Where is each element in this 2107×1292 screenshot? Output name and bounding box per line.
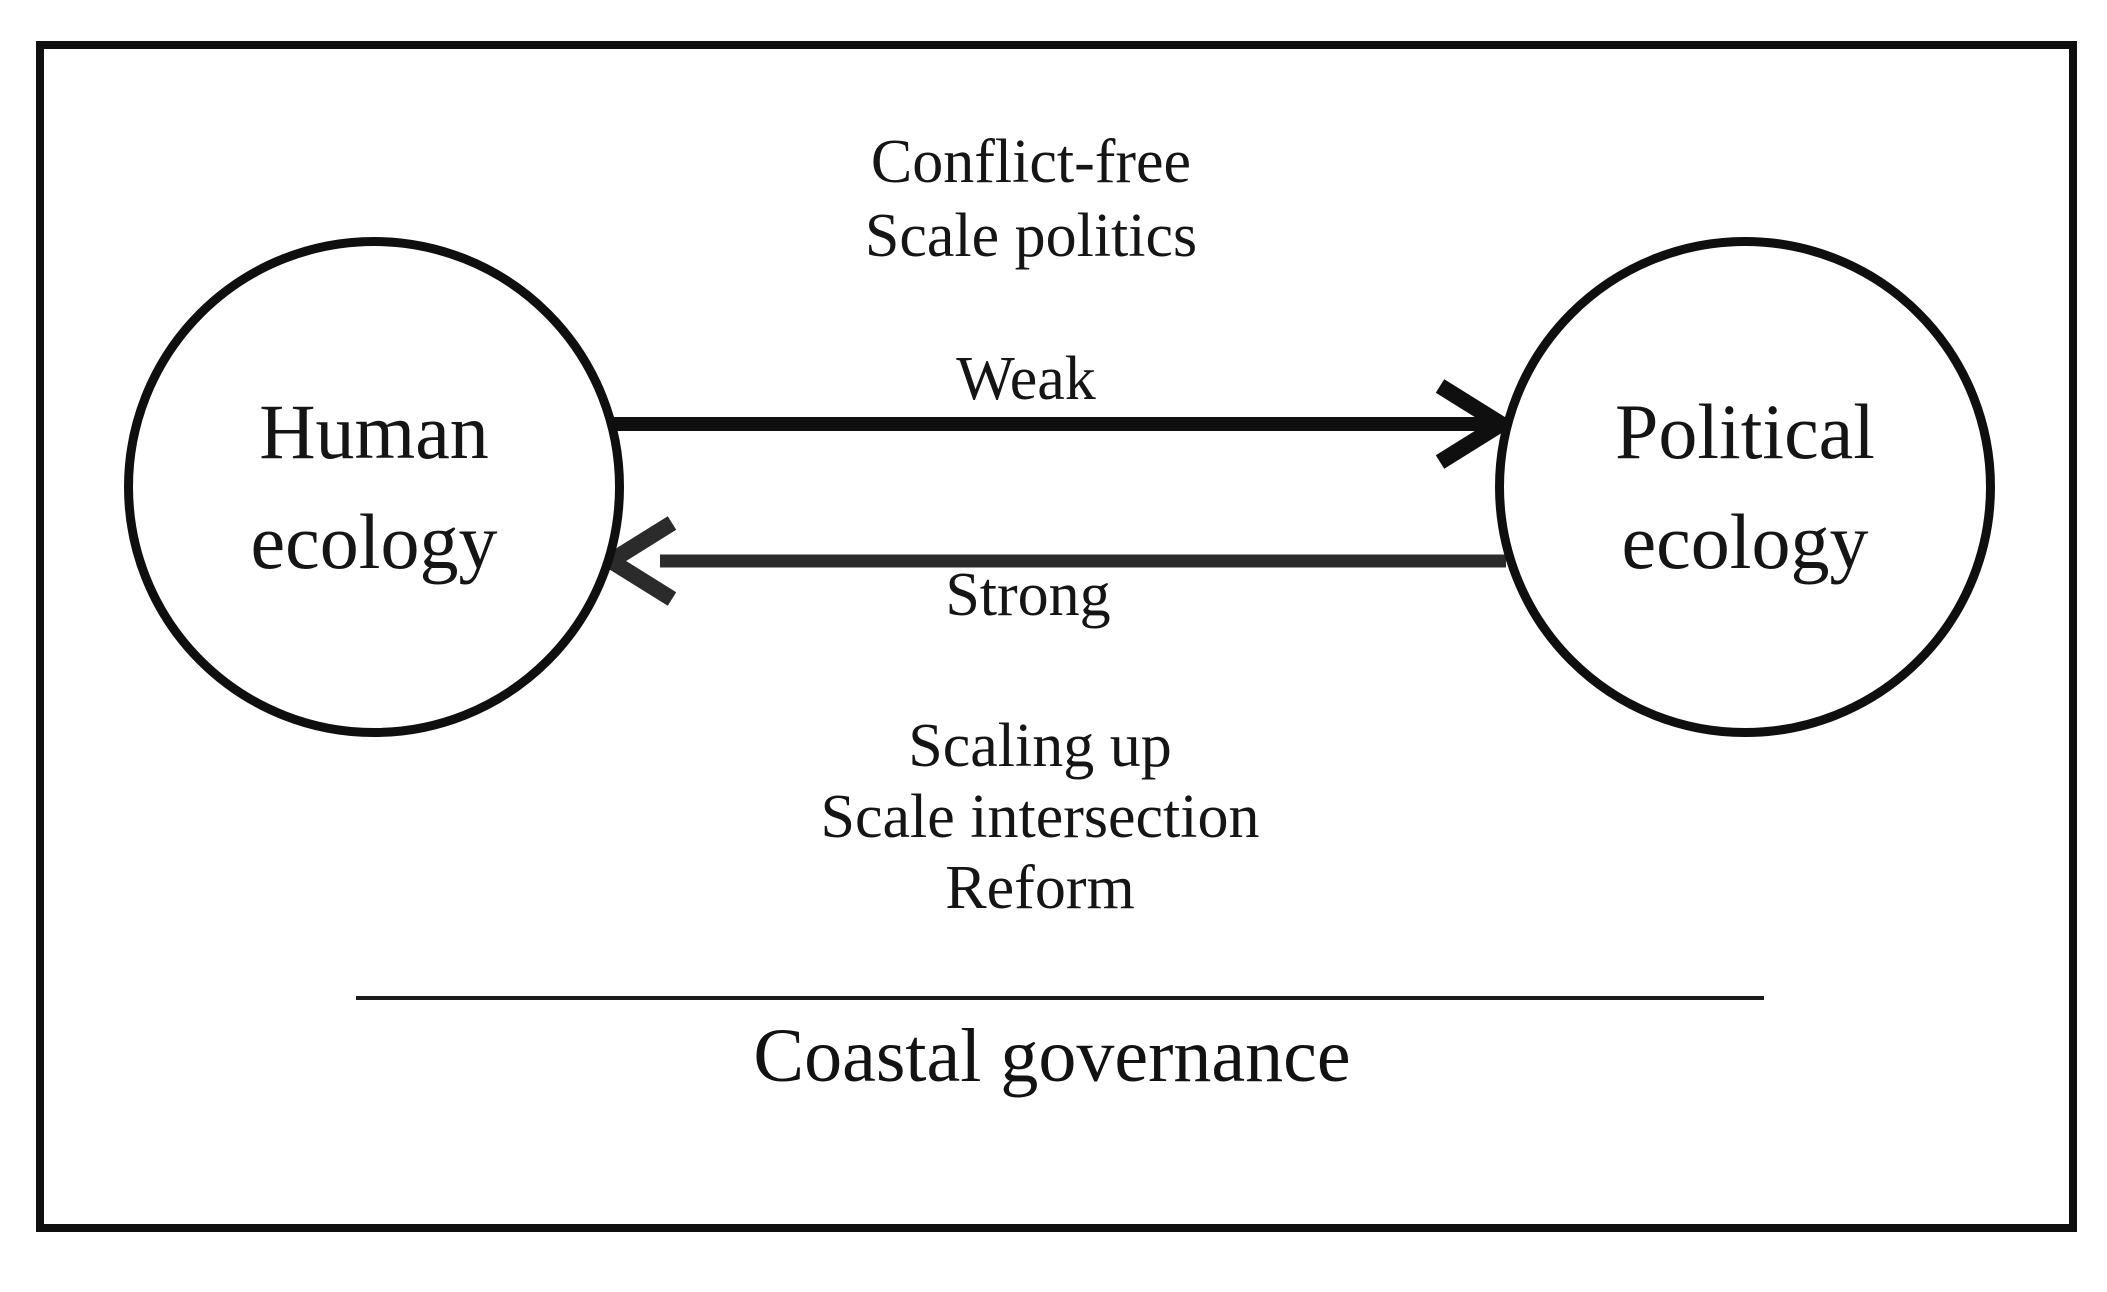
strong-arrow-label: Strong <box>945 561 1111 629</box>
node-political-ecology-label-line1: Political <box>1615 388 1875 475</box>
weak-arrow-label: Weak <box>956 345 1096 413</box>
baseline-divider <box>356 996 1764 1000</box>
baseline-label: Coastal governance <box>753 1014 1351 1098</box>
bottom-annotation-line3: Reform <box>945 854 1135 922</box>
node-human-ecology-label-line2: ecology <box>250 498 498 585</box>
bottom-annotation-line1: Scaling up <box>908 712 1172 780</box>
top-annotation-line1: Conflict-free <box>870 128 1192 196</box>
node-political-ecology: Political ecology <box>1495 237 1995 737</box>
top-annotation: Conflict-free Scale politics <box>631 125 1431 273</box>
bottom-annotation: Scaling up Scale intersection Reform <box>640 711 1440 924</box>
top-annotation-line2: Scale politics <box>864 202 1198 270</box>
node-human-ecology-label-line1: Human <box>259 388 489 475</box>
node-political-ecology-label-line2: ecology <box>1621 498 1869 585</box>
bottom-annotation-line2: Scale intersection <box>820 783 1260 851</box>
node-human-ecology: Human ecology <box>124 237 624 737</box>
